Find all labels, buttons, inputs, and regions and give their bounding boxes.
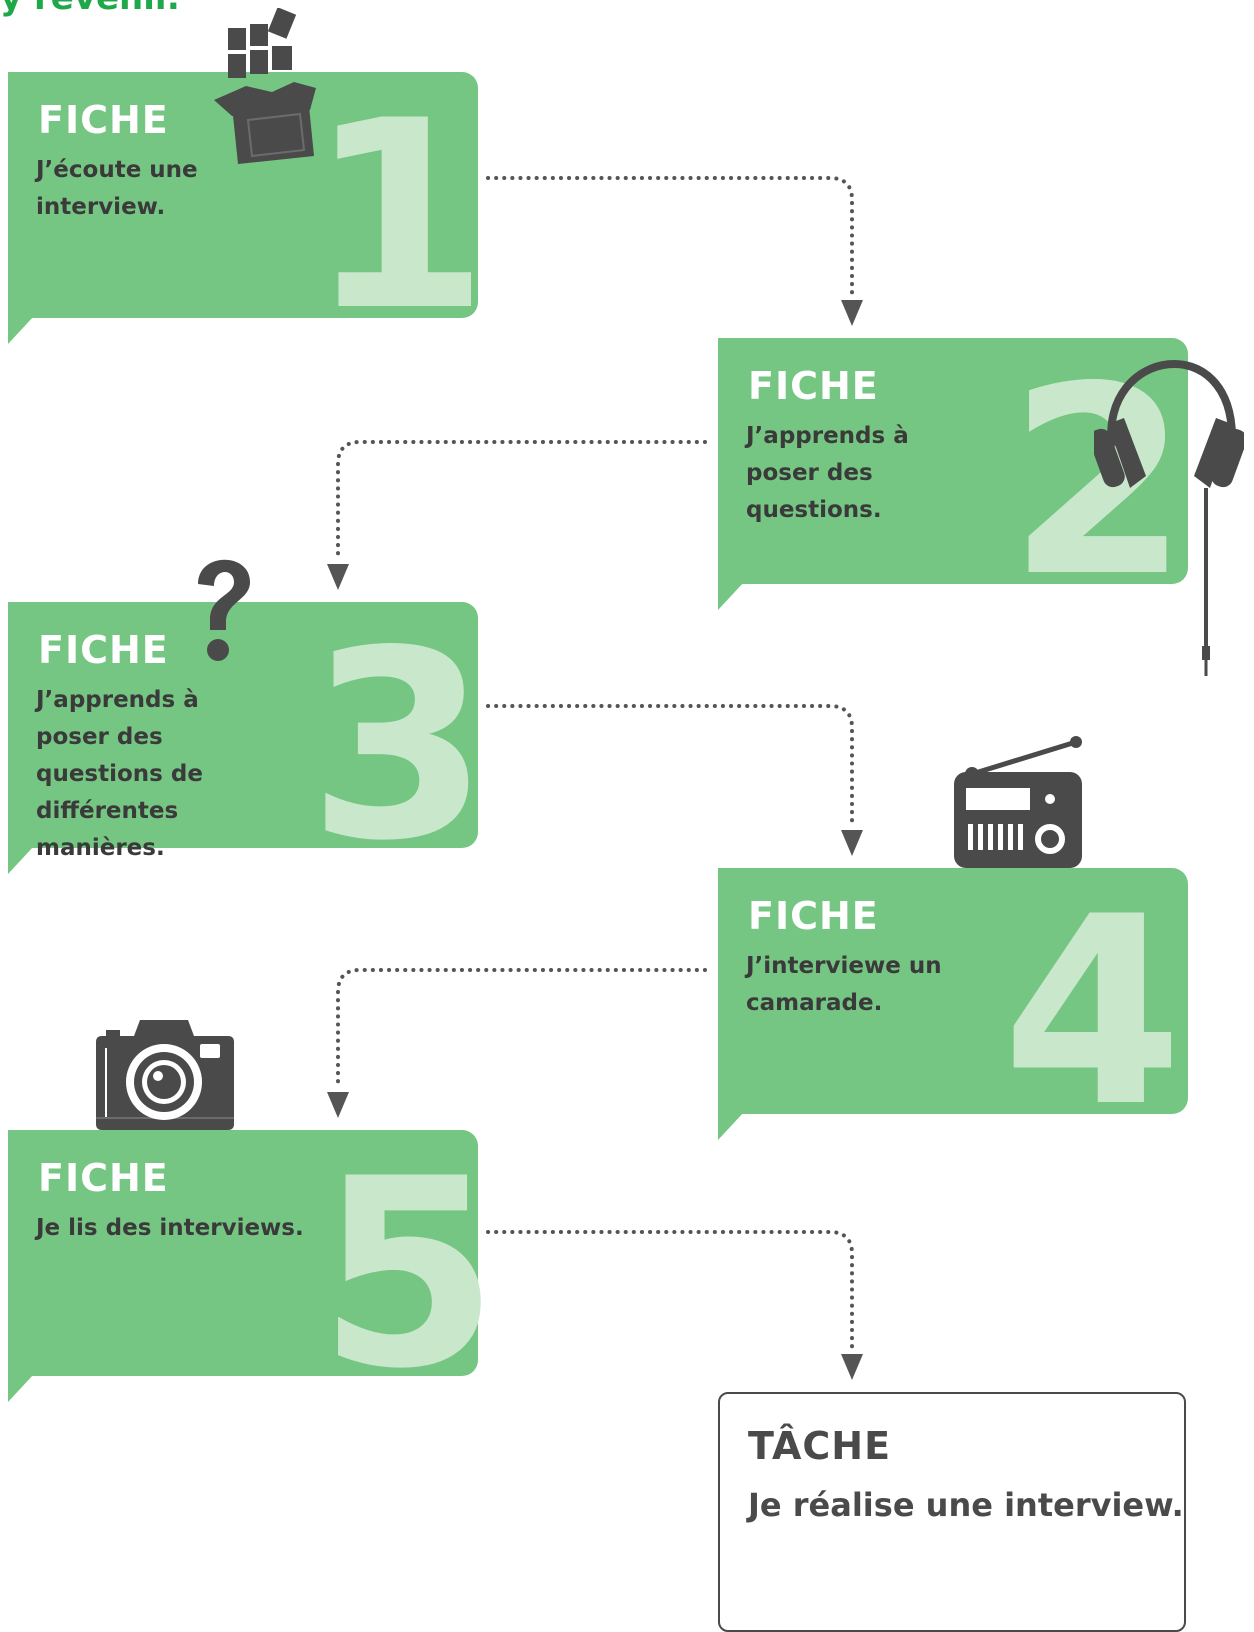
- fiche-5-card: 5 FICHE Je lis des interviews.: [8, 1130, 499, 1405]
- fiche-3-bubble-tail: [8, 846, 34, 874]
- connector-1-to-2: [486, 176, 854, 298]
- arrowhead-5: [841, 1354, 863, 1380]
- arrowhead-2: [327, 564, 349, 590]
- fiche-3-label: FICHE: [38, 628, 169, 672]
- fiche-3-card: 3 FICHE J’apprends à poser des questions…: [8, 602, 489, 877]
- question-mark-icon: [198, 559, 250, 661]
- fiche-2-number: 2: [1008, 332, 1189, 634]
- task-text: Je réalise une interview.: [748, 1486, 1184, 1524]
- fiche-5-bubble-tail: [8, 1374, 34, 1402]
- fiche-2-label: FICHE: [748, 364, 879, 408]
- connector-4-to-5: [336, 968, 707, 1090]
- arrowhead-3: [841, 830, 863, 856]
- fiche-4-number: 4: [1002, 862, 1183, 1164]
- top-heading: y revenir.: [0, 0, 180, 18]
- fiche-4-card: 4 FICHE J’interviewe un camarade.: [718, 868, 1188, 1143]
- fiche-2-card: 2 FICHE J’apprends à poser des questions…: [718, 338, 1189, 613]
- fiche-1-card: 1 FICHE J’écoute une interview.: [8, 72, 489, 347]
- fiche-4-bubble-tail: [718, 1112, 744, 1140]
- task-card: TÂCHE Je réalise une interview.: [718, 1392, 1186, 1632]
- fiche-4-label: FICHE: [748, 894, 879, 938]
- fiche-3-number: 3: [308, 596, 489, 898]
- arrowhead-1: [841, 300, 863, 326]
- fiche-5-text: Je lis des interviews.: [36, 1215, 304, 1241]
- connector-3-to-4: [486, 704, 854, 828]
- fiche-5-number: 5: [318, 1124, 499, 1426]
- connector-2-to-3: [336, 440, 707, 562]
- fiche-3-text: J’apprends à poser des questions de diff…: [36, 687, 203, 861]
- fiche-2-text: J’apprends à poser des questions.: [746, 423, 909, 523]
- arrowhead-4: [327, 1092, 349, 1118]
- fiche-4-text: J’interviewe un camarade.: [746, 953, 942, 1016]
- fiche-5-bubble: [8, 1130, 478, 1376]
- fiche-3-bubble: [8, 602, 478, 848]
- fiche-1-number: 1: [308, 66, 489, 368]
- camera-icon: [96, 1020, 234, 1130]
- fiche-1-label: FICHE: [38, 98, 169, 142]
- fiche-5-label: FICHE: [38, 1156, 169, 1200]
- radio-icon: [954, 736, 1082, 868]
- fiche-2-bubble-tail: [718, 582, 744, 610]
- fiche-1-bubble-tail: [8, 316, 34, 344]
- fiche-1-text: J’écoute une interview.: [36, 157, 198, 220]
- fiche-4-bubble: [718, 868, 1188, 1114]
- task-label: TÂCHE: [748, 1424, 892, 1468]
- headphones-icon: [1094, 359, 1244, 676]
- chocolate-bar-icon: [214, 8, 316, 164]
- connector-5-to-task: [486, 1230, 854, 1352]
